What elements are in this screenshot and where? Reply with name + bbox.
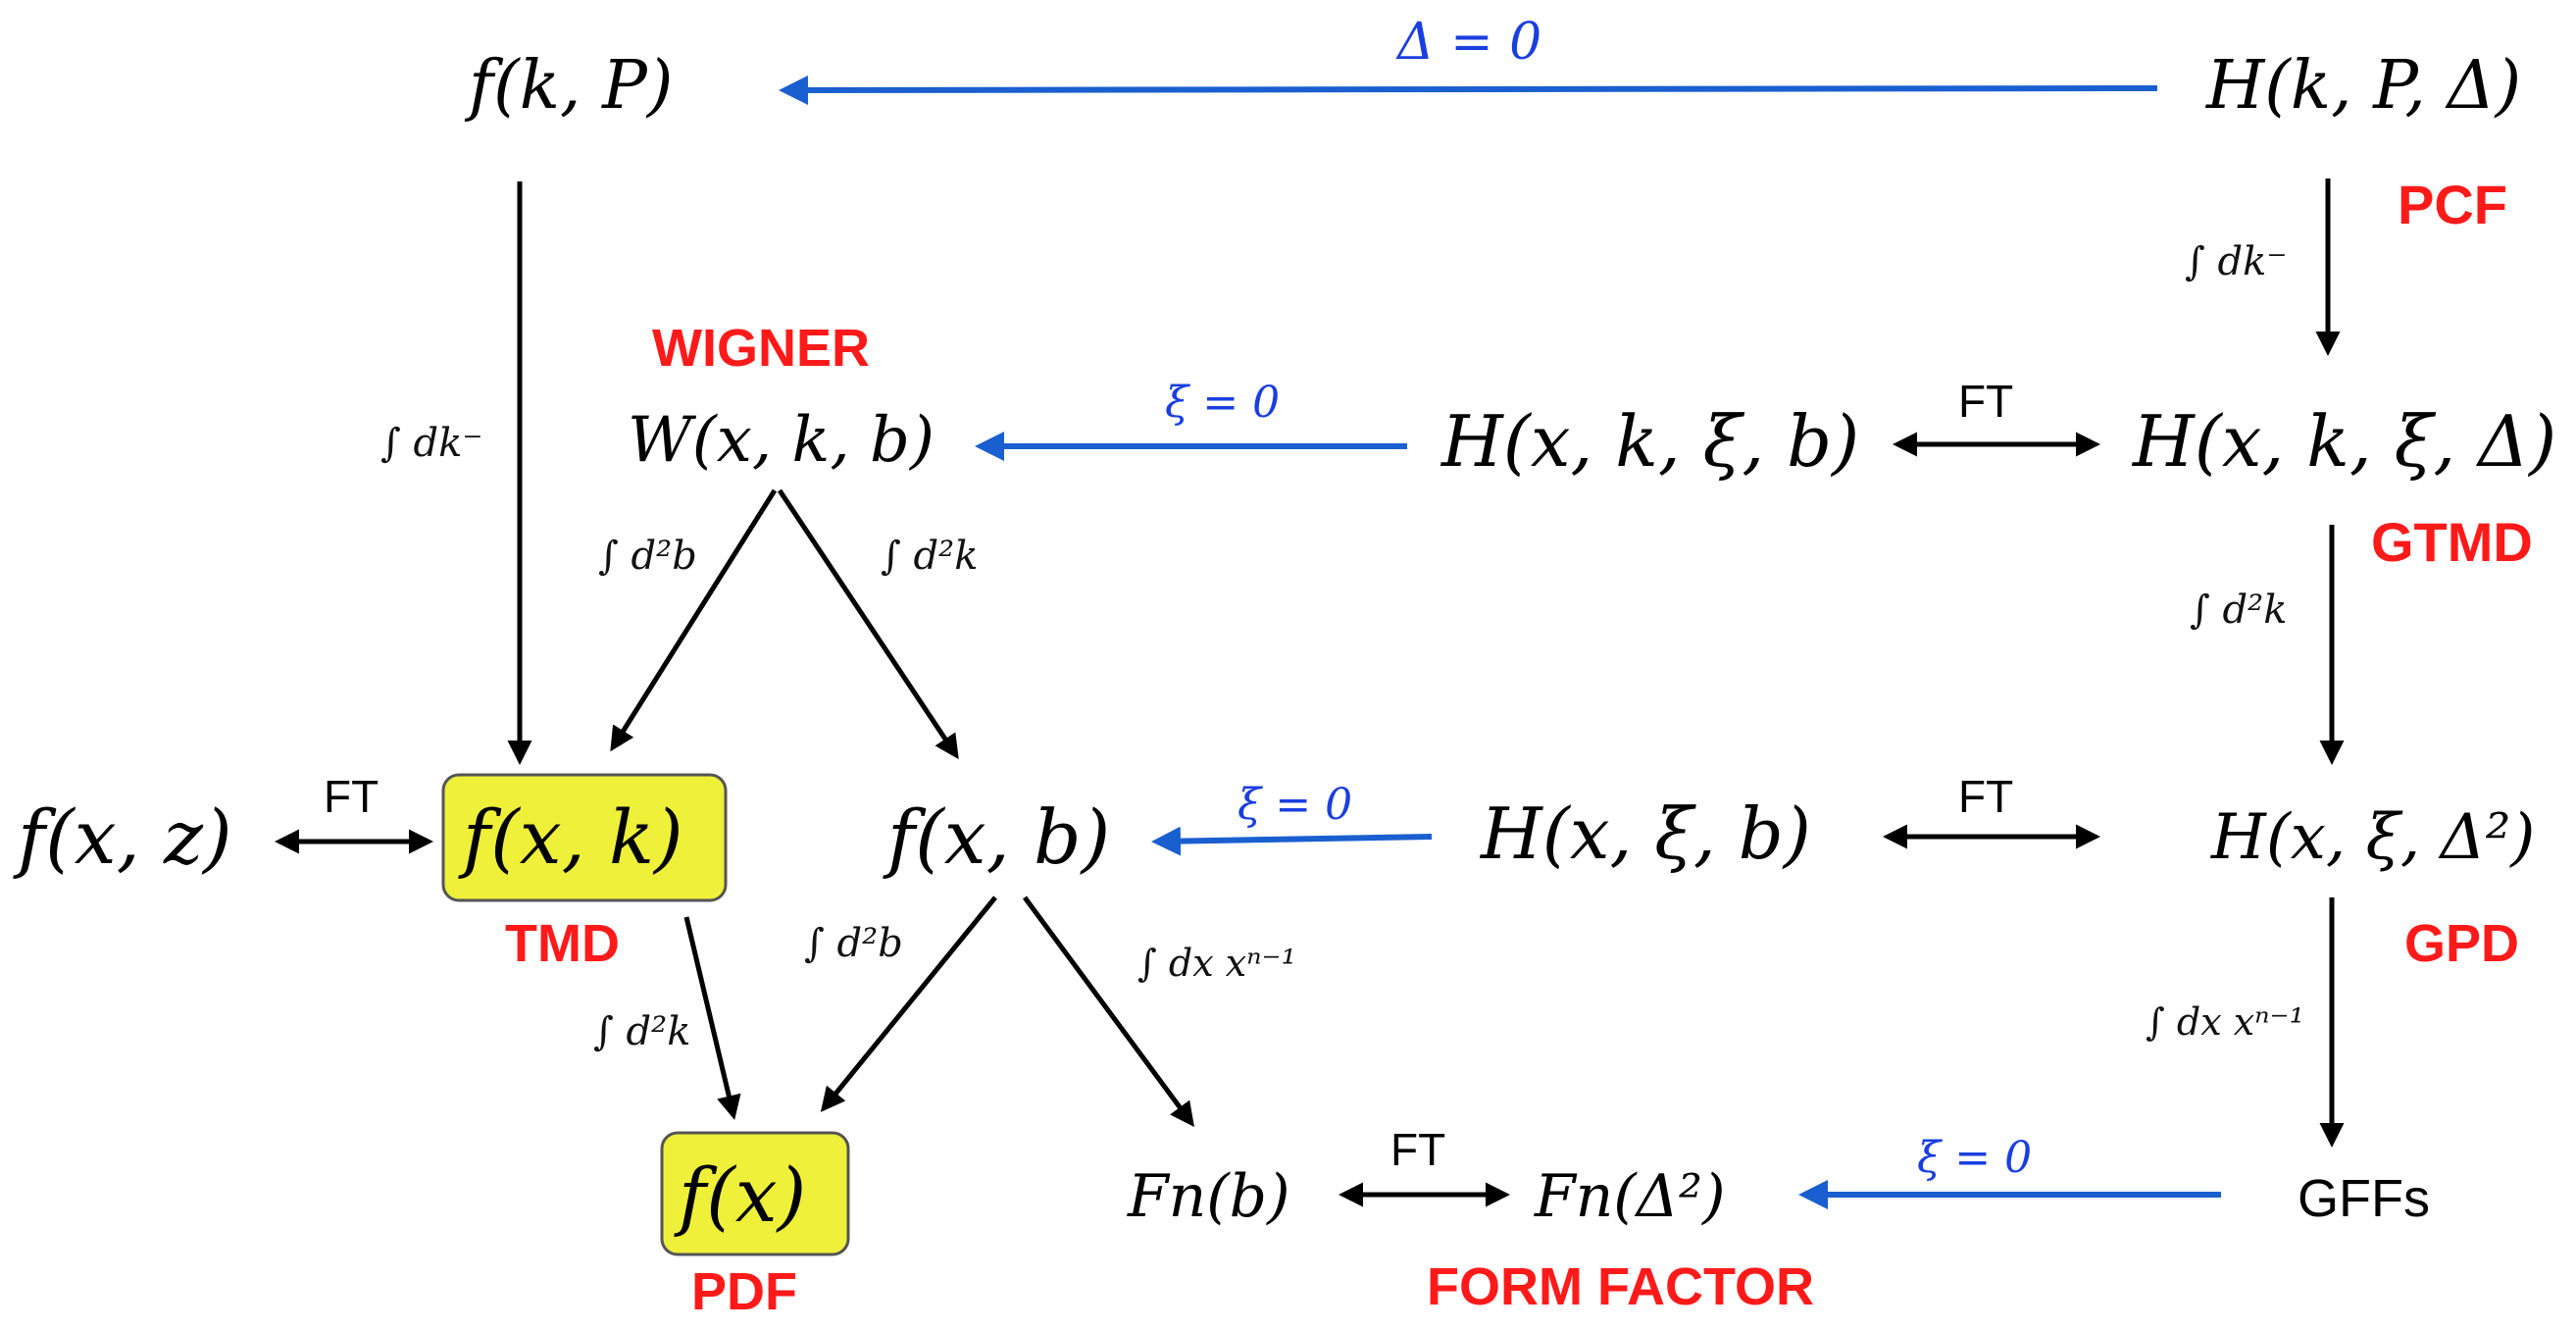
node-gffs: GFFs — [2298, 1169, 2430, 1228]
cond-xi-zero-mid: ξ = 0 — [1237, 780, 1352, 830]
node-f-xz: f(x, z) — [13, 793, 232, 881]
node-H-xxib: H(x, ξ, b) — [1479, 793, 1811, 875]
xi-zero-arrow-mid — [1151, 826, 1433, 856]
wigner-to-fb-arrow — [777, 488, 959, 760]
node-H-xkxib: H(x, k, ξ, b) — [1440, 400, 1859, 483]
tag-wigner: WIGNER — [652, 319, 870, 378]
cond-xi-zero-top: ξ = 0 — [1165, 378, 1280, 428]
delta-zero-arrow — [779, 75, 2158, 105]
fb-to-fnb-arrow — [1022, 895, 1194, 1128]
node-f-kP: f(k, P) — [464, 47, 673, 125]
int-dk-right: ∫ dk⁻ — [2185, 239, 2288, 284]
int-d2k-wigner: ∫ d²k — [881, 534, 978, 579]
tmd-to-pdf-arrow — [683, 916, 741, 1120]
int-d2b-fb: ∫ d²b — [804, 921, 903, 966]
node-H-xkxiDelta: H(x, k, ξ, Δ) — [2131, 400, 2556, 483]
tag-tmd: TMD — [505, 914, 620, 973]
tag-gtmd: GTMD — [2371, 511, 2533, 573]
int-d2k-tmd: ∫ d²k — [593, 1009, 690, 1054]
tmd-highlight-box — [441, 773, 728, 902]
node-f-x: f(x) — [674, 1151, 806, 1239]
ft-label-left: FT — [324, 771, 379, 822]
wigner-to-tmd-arrow — [610, 488, 778, 752]
node-H-kPDelta: H(k, P, Δ) — [2204, 47, 2521, 125]
ft-label-mid: FT — [1958, 771, 2013, 822]
int-d2b-wigner: ∫ d²b — [598, 534, 697, 579]
int-d2k-right: ∫ d²k — [2190, 588, 2287, 633]
node-Fn-Delta2: Fn(Δ²) — [1534, 1162, 1725, 1231]
node-Fn-b: Fn(b) — [1127, 1162, 1290, 1231]
cond-delta-zero: Δ = 0 — [1395, 13, 1541, 72]
ft-label-top: FT — [1958, 376, 2013, 427]
cond-xi-zero-bottom: ξ = 0 — [1917, 1133, 2032, 1183]
node-W-wigner: W(x, k, b) — [628, 404, 934, 477]
pdf-highlight-box — [660, 1131, 850, 1256]
int-dx-gpd: ∫ dx xⁿ⁻¹ — [2146, 1000, 2304, 1044]
node-H-xxiDelta2: H(x, ξ, Δ²) — [2210, 801, 2535, 874]
node-f-xk: f(x, k) — [458, 793, 683, 881]
ft-label-bottom: FT — [1390, 1124, 1445, 1175]
int-dx-fb: ∫ dx xⁿ⁻¹ — [1137, 942, 1296, 985]
tag-pdf: PDF — [691, 1262, 797, 1321]
fb-to-pdf-arrow — [820, 895, 997, 1112]
tag-gpd: GPD — [2404, 914, 2519, 973]
tag-pcf: PCF — [2398, 174, 2507, 235]
int-dk-left: ∫ dk⁻ — [380, 421, 483, 466]
tag-form-factor: FORM FACTOR — [1427, 1257, 1814, 1316]
node-f-xb: f(x, b) — [883, 793, 1110, 881]
